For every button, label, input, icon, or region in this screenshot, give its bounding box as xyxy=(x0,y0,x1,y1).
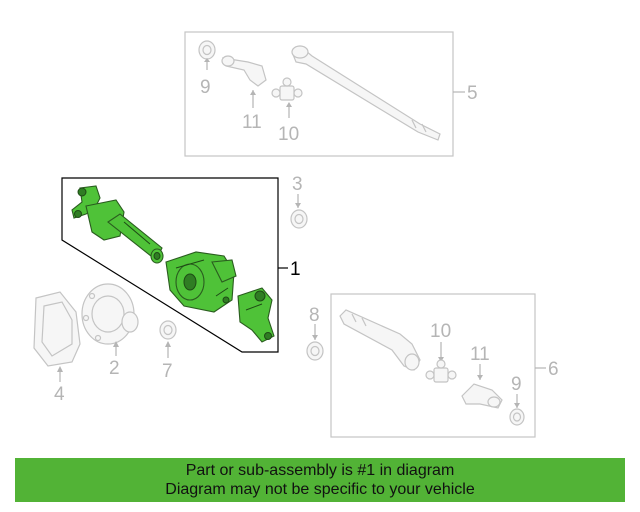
callout-9-top: 9 xyxy=(200,77,211,98)
callout-3: 3 xyxy=(292,174,303,195)
parts-diagram: 9 11 10 5 xyxy=(33,31,559,438)
banner-line-disclaimer: Diagram may not be specific to your vehi… xyxy=(165,481,475,498)
differential-case-part-2[interactable]: 2 xyxy=(81,283,139,379)
washer-part-8[interactable]: 8 xyxy=(306,305,324,361)
callout-9-bottom: 9 xyxy=(511,374,522,395)
callout-7: 7 xyxy=(162,361,173,382)
u-joint-part-10-bottom[interactable]: 10 xyxy=(425,321,457,383)
axle-shaft-top[interactable] xyxy=(291,45,441,141)
group-frame-bottom xyxy=(330,293,536,438)
callout-4: 4 xyxy=(54,384,65,405)
yoke-part-11-top[interactable] xyxy=(221,55,267,108)
group-frame-top xyxy=(184,31,454,157)
axle-shaft-bottom[interactable] xyxy=(339,309,421,371)
callout-11-top: 11 xyxy=(242,112,262,133)
washer-part-3[interactable]: 3 xyxy=(290,174,308,229)
callout-10-top: 10 xyxy=(278,124,299,145)
axle-tube[interactable] xyxy=(107,213,164,264)
differential-housing[interactable] xyxy=(165,251,237,313)
callout-6: 6 xyxy=(548,359,559,380)
axle-housing-assembly[interactable]: 1 xyxy=(61,177,301,353)
callout-10-bottom: 10 xyxy=(430,321,451,342)
banner-line-part-number: Part or sub-assembly is #1 in diagram xyxy=(185,462,455,479)
washer-part-7[interactable]: 7 xyxy=(159,320,177,382)
callout-1: 1 xyxy=(290,259,301,280)
seal-part-9-top[interactable] xyxy=(198,40,216,70)
callout-5: 5 xyxy=(467,83,478,104)
seal-part-9-bottom[interactable]: 9 xyxy=(509,374,525,426)
steering-knuckle-right[interactable] xyxy=(237,287,275,343)
axle-shaft-group-top[interactable]: 9 11 10 5 xyxy=(184,31,478,157)
axle-shaft-group-bottom[interactable]: 10 11 9 6 xyxy=(330,293,559,438)
u-joint-part-10-top[interactable] xyxy=(271,77,303,118)
callout-8: 8 xyxy=(309,305,320,326)
info-banner: Part or sub-assembly is #1 in diagram Di… xyxy=(15,458,625,502)
callout-11-bottom: 11 xyxy=(470,344,490,365)
callout-2: 2 xyxy=(109,358,120,379)
steering-knuckle-left[interactable] xyxy=(71,185,125,241)
yoke-part-11-bottom[interactable]: 11 xyxy=(461,344,503,409)
differential-cover-part-4[interactable]: 4 xyxy=(33,291,81,405)
